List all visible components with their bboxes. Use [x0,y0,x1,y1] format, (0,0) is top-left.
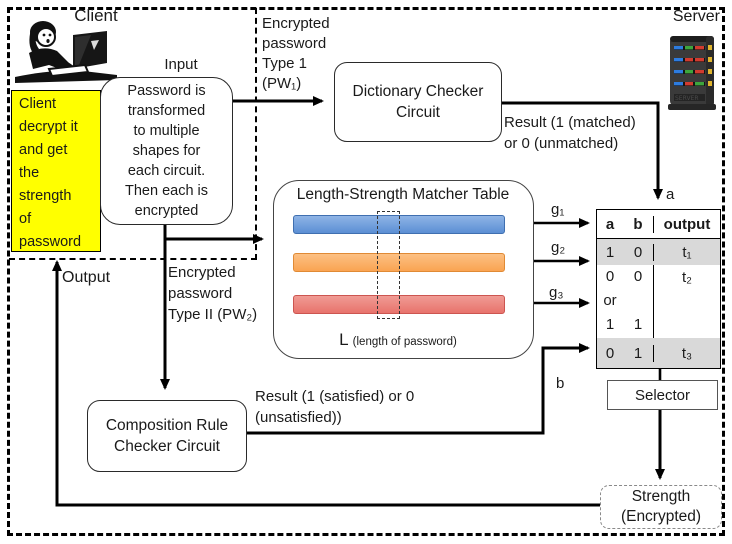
input-description-box: Password is transformed to multiple shap… [100,77,233,225]
client-note-box: Client decrypt it and get the strength o… [11,90,101,252]
output-label: Output [62,269,111,286]
composition-rule-checker-box: Composition Rule Checker Circuit [87,400,247,472]
selector-box: Selector [607,380,718,410]
dictionary-checker-box: Dictionary Checker Circuit [334,62,502,142]
server-icon: SERVER [668,36,716,110]
server-boundary-border [7,7,725,536]
client-boundary-right [255,8,257,260]
cell-b: 0 1 [633,268,643,333]
input-label: Input [164,56,198,73]
client-region-label: Client [74,6,118,25]
b-signal-label: b [556,375,565,392]
cell-a: 0 or 1 [603,268,617,333]
header-a: a [605,215,615,233]
cell-a: 0 [605,344,615,362]
length-caption: (length of password) [352,336,457,348]
cell-b: 1 [633,344,643,362]
length-symbol: L [339,330,353,349]
server-region-label: Server [672,8,720,25]
table-header-row: a b output [597,210,720,239]
table-row: 1 0 t₁ [597,239,720,265]
svg-text:SERVER: SERVER [675,95,699,102]
pw2-label: Encrypted password Type II (PW₂) [168,264,258,323]
a-signal-label: a [666,186,675,203]
g3-signal-label: g₃ [549,284,564,301]
pw1-label: Encrypted password Type 1 (PW₁) [262,15,330,92]
selector-truth-table: a b output 1 0 t₁ 0 or 1 0 1 t₂ 0 1 t₃ [596,209,721,369]
client-user-icon [15,21,117,83]
length-of-password-label: L (length of password) [318,330,478,350]
result-satisfied-label: Result (1 (satisfied) or 0 (unsatisfied)… [255,388,415,426]
matcher-title: Length-Strength Matcher Table [296,186,510,203]
cell-output: t₂ [653,265,720,338]
header-b: b [633,215,643,233]
table-row: 0 1 t₃ [597,338,720,368]
header-output: output [653,215,720,233]
strength-encrypted-box: Strength (Encrypted) [600,485,722,529]
g1-signal-label: g₁ [551,201,565,218]
cell-output: t₃ [653,344,720,362]
table-row: 0 or 1 0 1 t₂ [597,265,720,338]
length-window-dashed-rect [377,211,400,319]
result-matched-label: Result (1 (matched) or 0 (unmatched) [504,114,636,152]
g2-signal-label: g₂ [551,239,566,256]
client-boundary-bottom [9,258,257,260]
cell-a: 1 [605,243,615,261]
cell-output: t₁ [653,243,720,261]
cell-b: 0 [633,243,643,261]
